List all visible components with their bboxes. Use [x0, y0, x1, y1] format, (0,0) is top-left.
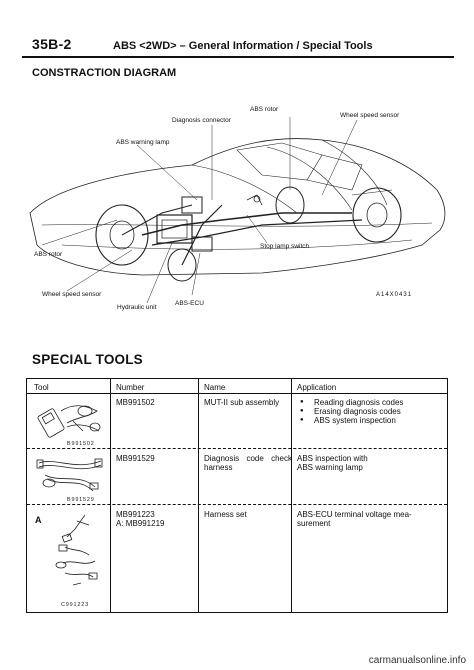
table-divider: [110, 379, 111, 612]
table-divider: [291, 379, 292, 612]
column-header-name: Name: [204, 383, 226, 392]
tool-variant-label: A: [35, 515, 42, 525]
label-diagnosis-connector: Diagnosis connector: [172, 117, 231, 124]
application-item: Erasing diagnosis codes: [299, 407, 403, 416]
tool-name-2-line1: Diagnosis code check: [204, 454, 292, 463]
tool-name-2-line2: harness: [204, 463, 233, 472]
car-drawing: [29, 117, 446, 304]
table-row-rule: [27, 504, 447, 505]
tool-name-2: Diagnosis code check harness: [204, 454, 292, 472]
label-abs-rotor-left: ABS rotor: [34, 251, 63, 258]
tool-application-3-line2: surement: [297, 519, 331, 528]
tool-code-2: B991529: [67, 497, 95, 503]
label-wheel-speed-sensor-top: Wheel speed sensor: [340, 112, 400, 119]
label-abs-rotor-top: ABS rotor: [250, 106, 279, 113]
tool-number-3: MB991223 A: MB991219: [116, 510, 164, 528]
tool-number-2: MB991529: [116, 454, 155, 463]
table-row-rule: [27, 448, 447, 449]
tool-number-3-line2: A: MB991219: [116, 519, 165, 528]
tool-image-mut-ii: [37, 397, 105, 444]
header-rule: [22, 56, 454, 58]
label-abs-ecu: ABS-ECU: [175, 300, 204, 307]
column-header-application: Application: [297, 383, 337, 392]
label-wheel-speed-sensor-left: Wheel speed sensor: [42, 291, 102, 298]
label-hydraulic-unit: Hydraulic unit: [117, 304, 157, 311]
tool-application-1: Reading diagnosis codes Erasing diagnosi…: [299, 398, 403, 425]
diagram-heading: CONSTRACTION DIAGRAM: [32, 67, 177, 79]
tool-name-1: MUT-II sub assembly: [204, 398, 280, 407]
watermark: carmanualsonline.info: [368, 655, 466, 666]
label-stop-lamp-switch: Stop lamp switch: [260, 243, 310, 250]
tool-application-2-line1: ABS inspection with: [297, 454, 368, 463]
tool-application-2: ABS inspection with ABS warning lamp: [297, 454, 368, 472]
special-tools-heading: SPECIAL TOOLS: [32, 352, 143, 367]
table-divider: [198, 379, 199, 612]
construction-diagram: ABS rotor Diagnosis connector Wheel spee…: [22, 95, 454, 320]
tool-code-1: B991502: [67, 441, 95, 447]
label-abs-warning-lamp: ABS warning lamp: [116, 139, 170, 146]
tool-image-check-harness: [35, 453, 105, 500]
column-header-number: Number: [116, 383, 145, 392]
application-item: Reading diagnosis codes: [299, 398, 403, 407]
page-title: ABS <2WD> – General Information / Specia…: [113, 40, 373, 52]
table-header-rule: [27, 393, 447, 394]
tool-code-3: C991223: [61, 602, 89, 608]
tool-image-harness-set: [45, 511, 105, 606]
page-number: 35B-2: [32, 36, 72, 52]
tool-application-3: ABS-ECU terminal voltage mea- surement: [297, 510, 412, 528]
application-item: ABS system inspection: [299, 416, 403, 425]
column-header-tool: Tool: [34, 383, 49, 392]
tool-name-3: Harness set: [204, 510, 247, 519]
tool-number-1: MB991502: [116, 398, 155, 407]
page-header: 35B-2 ABS <2WD> – General Information / …: [0, 0, 474, 60]
special-tools-table: Tool Number Name Application B991502 MB9…: [26, 378, 448, 613]
tool-number-3-line1: MB991223: [116, 510, 155, 519]
tool-application-3-line1: ABS-ECU terminal voltage mea-: [297, 510, 412, 519]
figure-code: A14X0431: [376, 292, 413, 298]
tool-application-2-line2: ABS warning lamp: [297, 463, 363, 472]
